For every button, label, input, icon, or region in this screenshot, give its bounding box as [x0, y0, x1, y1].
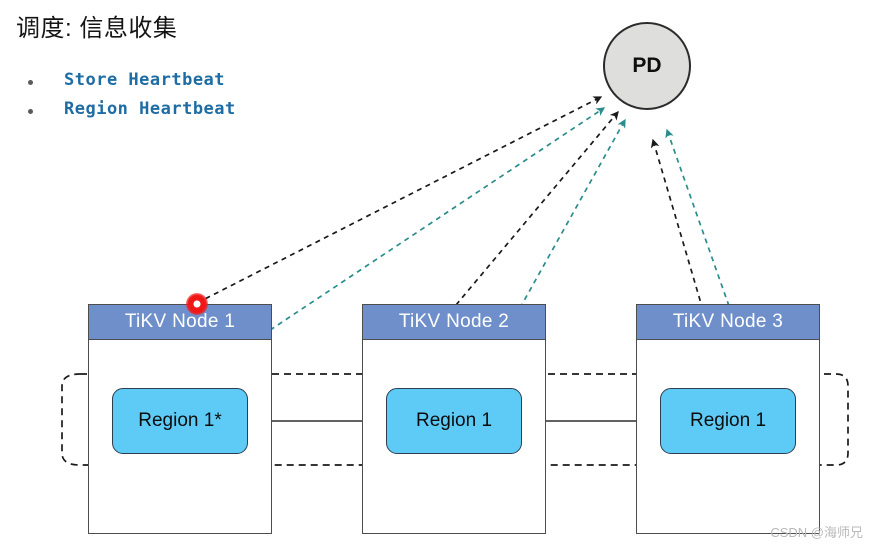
region-heartbeat-arrow-node3 [665, 128, 730, 307]
bullet-label-store-heartbeat: Store Heartbeat [64, 70, 226, 90]
tikv-node-3-title: TiKV Node 3 [637, 305, 819, 340]
region-box-node-3[interactable]: Region 1 [660, 388, 796, 454]
bullet-list: Store Heartbeat Region Heartbeat [0, 70, 360, 128]
alert-pulse-dot-icon [186, 293, 208, 315]
watermark: CSDN @海师兄 [770, 525, 863, 540]
list-item: Store Heartbeat [0, 70, 360, 99]
tikv-node-2-title: TiKV Node 2 [363, 305, 545, 340]
list-item: Region Heartbeat [0, 99, 360, 128]
pd-node[interactable]: PD [603, 22, 691, 110]
region-box-node-1[interactable]: Region 1* [112, 388, 248, 454]
region-heartbeat-arrow-node2 [505, 118, 626, 334]
bullet-label-region-heartbeat: Region Heartbeat [64, 99, 236, 119]
bullet-dot-icon [28, 80, 33, 85]
pd-node-label: PD [632, 54, 662, 77]
region-box-node-2[interactable]: Region 1 [386, 388, 522, 454]
bullet-dot-icon [28, 109, 33, 114]
tikv-node-1-title: TiKV Node 1 [89, 305, 271, 340]
page-title: 调度: 信息收集 [16, 15, 178, 42]
store-heartbeat-arrow-node2 [455, 110, 619, 306]
